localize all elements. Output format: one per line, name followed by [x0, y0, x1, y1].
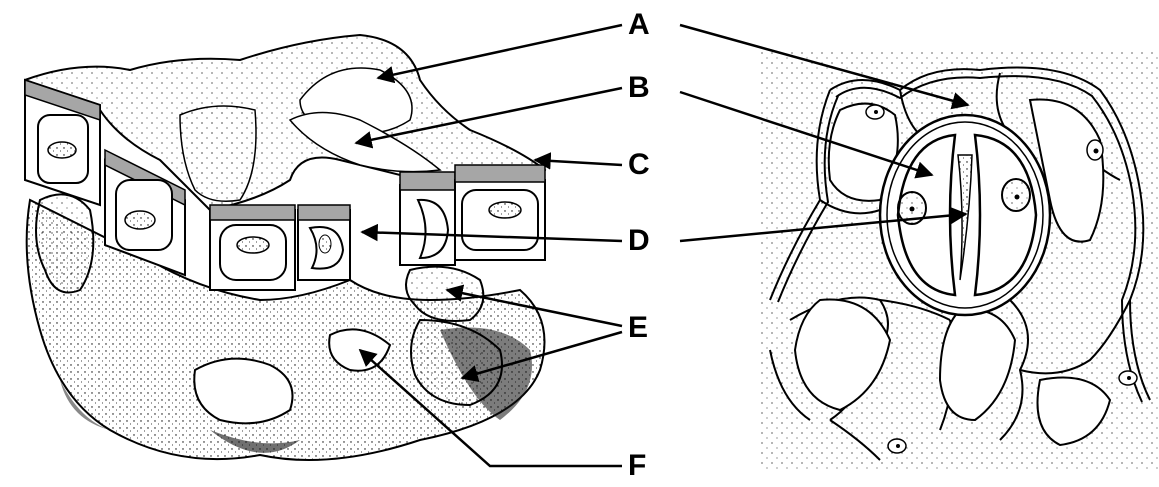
label-f: F: [628, 451, 646, 481]
label-e: E: [628, 313, 648, 343]
leader-a-left: [378, 25, 622, 78]
stoma-surface-drawing: [760, 50, 1159, 470]
label-c: C: [628, 150, 650, 180]
epidermis-block-drawing: [25, 35, 545, 460]
label-a: A: [628, 10, 650, 40]
label-b: B: [628, 73, 650, 103]
leader-c: [535, 160, 622, 165]
label-d: D: [628, 226, 650, 256]
